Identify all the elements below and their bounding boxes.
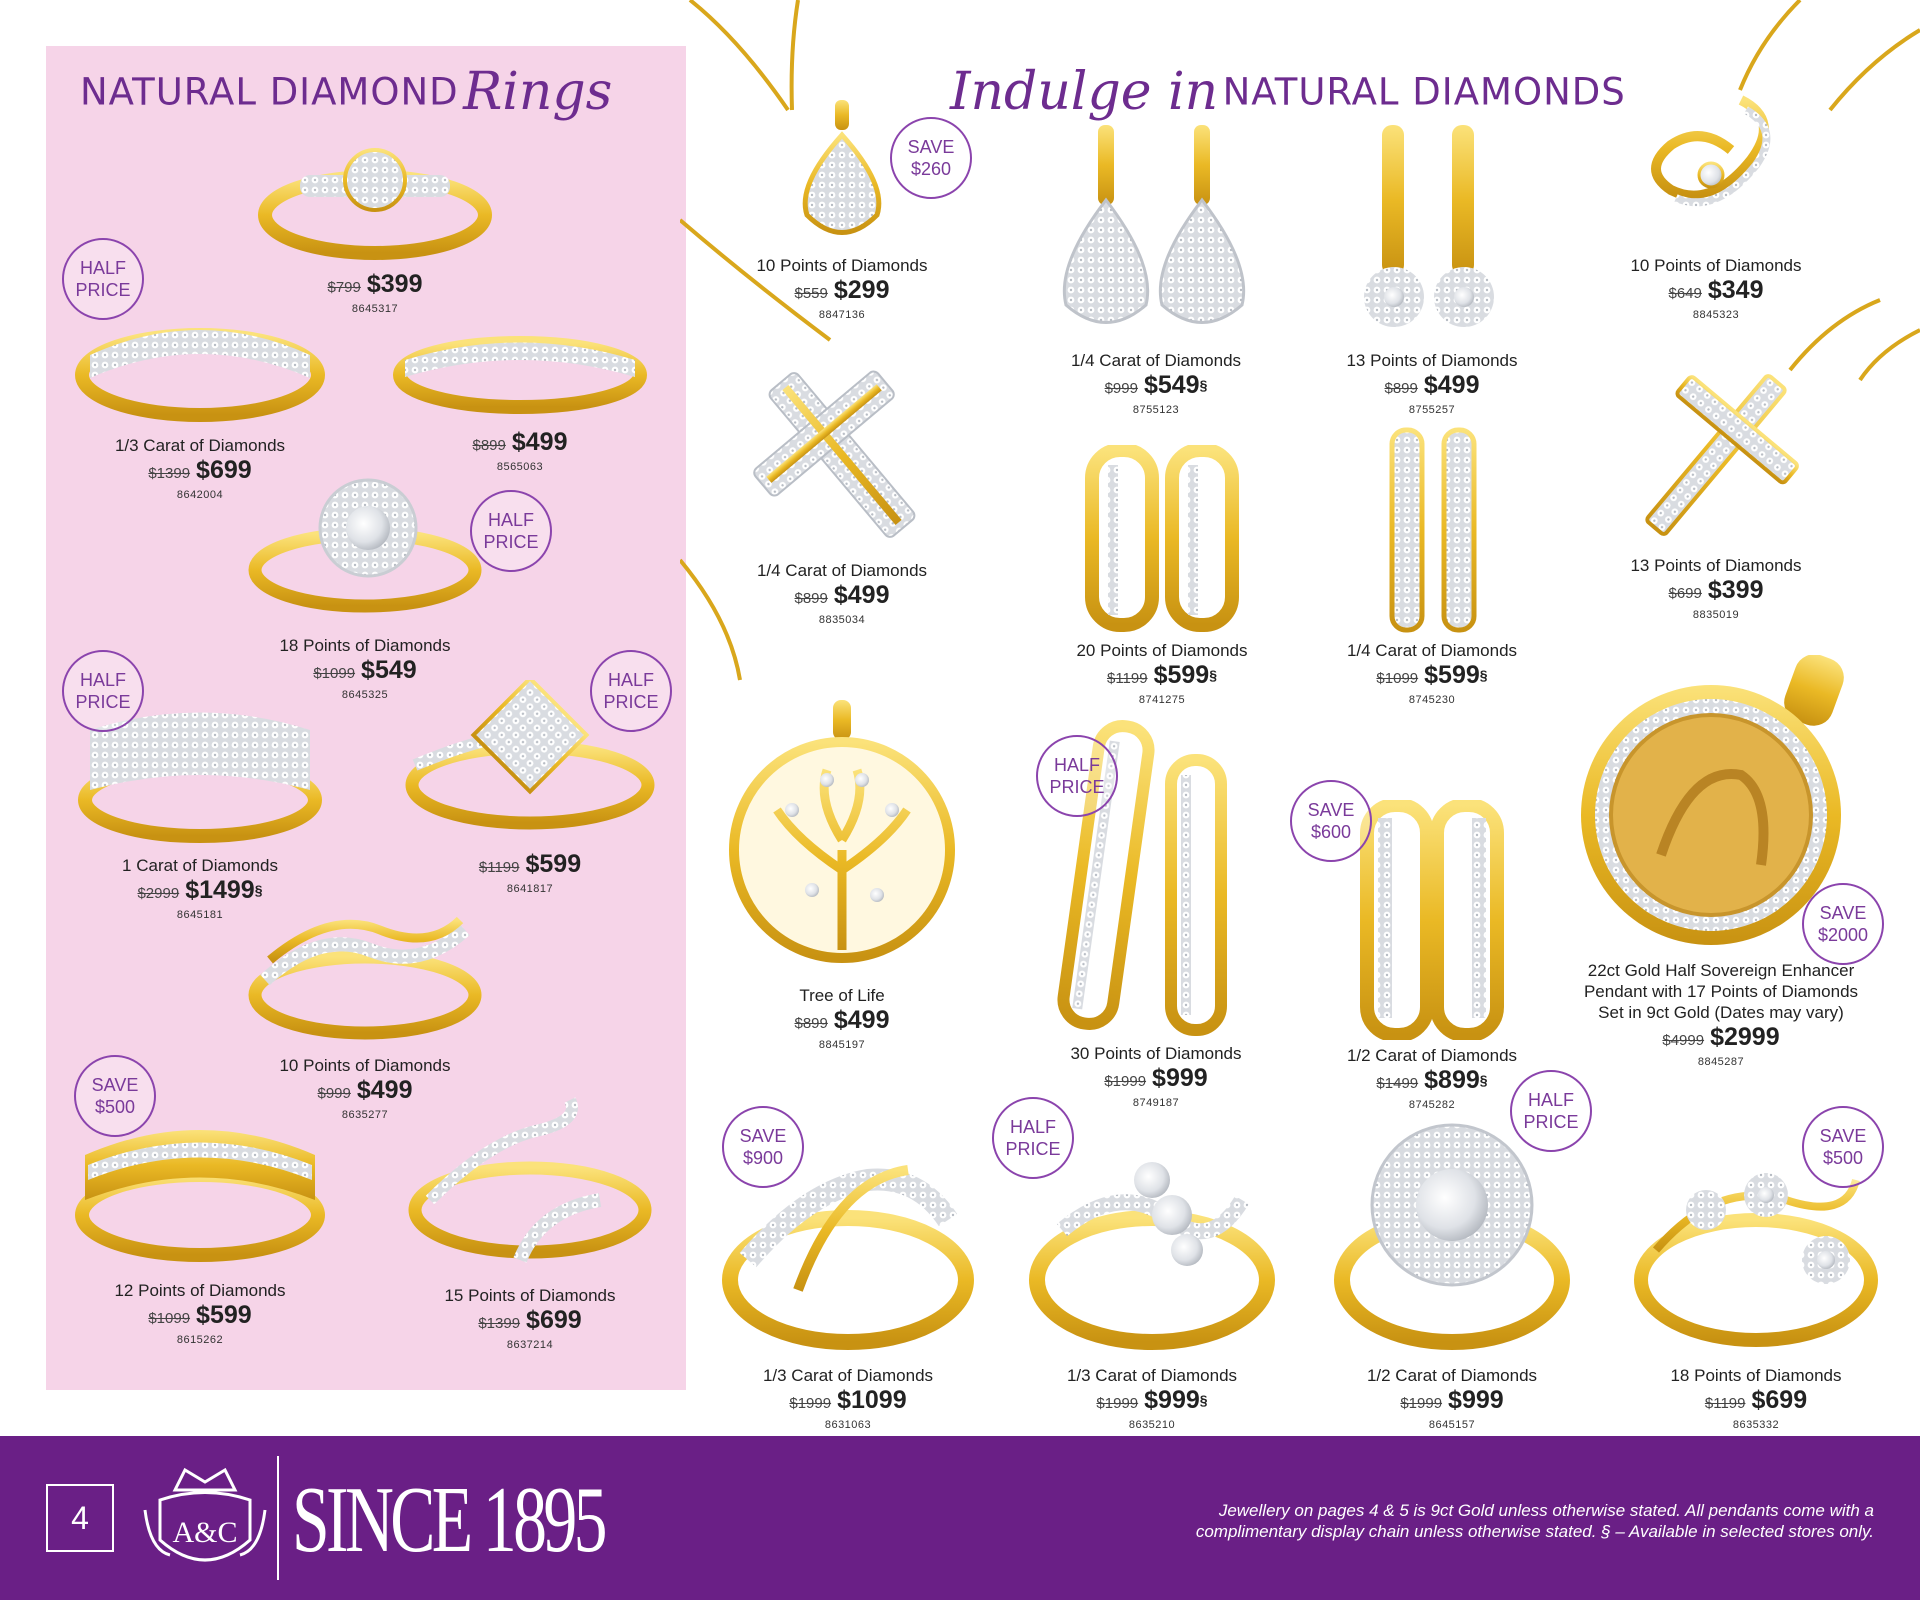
price-row: $999$549§ [1104, 371, 1208, 399]
earring-icon [1364, 125, 1494, 327]
save-badge: SAVE$500 [1802, 1106, 1884, 1188]
earrings-product[interactable]: 1/4 Carat of Diamonds $1099$599§ 8745230 [1282, 425, 1582, 707]
ring-icon [722, 1165, 974, 1350]
ring-product[interactable]: $799$399 8645317 [225, 135, 525, 316]
ring-product[interactable]: 10 Points of Diamonds $999$499 8635277 [215, 900, 515, 1122]
earring-icon [1360, 798, 1504, 1042]
ring-icon [1634, 1173, 1878, 1347]
earring-icon [1085, 443, 1239, 632]
ring-product[interactable]: 1/3 Carat of Diamonds $1399$699 8642004 [50, 300, 350, 502]
pendant-product[interactable]: 10 Points of Diamonds $559$299 8847136 [692, 100, 992, 322]
jewellery-section-title: Indulge in NATURAL DIAMONDS [950, 62, 1626, 122]
footer-bar [0, 1436, 1920, 1600]
ring-icon [75, 1130, 325, 1262]
ring-product[interactable]: 15 Points of Diamonds $1399$699 8637214 [380, 1090, 680, 1352]
price-row: $1099$549 [313, 656, 417, 684]
footer-divider [277, 1456, 279, 1580]
price-row: $999$499 [317, 1076, 413, 1104]
pendant-icon [753, 370, 916, 538]
chain-decoration [680, 0, 832, 681]
price-row: $1199$699 [1704, 1386, 1808, 1414]
price-row: $1999$1099 [789, 1386, 907, 1414]
pendant-icon [1645, 374, 1799, 536]
page-number: 4 [46, 1484, 114, 1552]
price-row: $899$499 [794, 581, 890, 609]
earrings-product[interactable]: 1/4 Carat of Diamonds $999$549§ 8755123 [1006, 125, 1306, 417]
earrings-product[interactable]: 20 Points of Diamonds $1199$599§ 8741275 [1012, 443, 1312, 707]
price-row: $649$349 [1668, 276, 1764, 304]
pendant-product[interactable]: 13 Points of Diamonds $699$399 8835019 [1566, 360, 1866, 622]
earrings-product[interactable]: 1/2 Carat of Diamonds $1499$899§ 8745282 [1282, 798, 1582, 1112]
ring-product[interactable]: 1 Carat of Diamonds $2999$1499§ 8645181 [50, 700, 350, 922]
price-row: $1499$899§ [1376, 1066, 1488, 1094]
ring-product[interactable]: 1/2 Carat of Diamonds $1999$999 8645157 [1302, 1120, 1602, 1432]
ring-product[interactable]: 1/3 Carat of Diamonds $1999$999§ 8635210 [1002, 1140, 1302, 1432]
earring-icon [1062, 125, 1246, 324]
ring-icon [75, 328, 325, 422]
price-row: $899$499 [794, 1006, 890, 1034]
pendant-product[interactable]: 10 Points of Diamonds $649$349 8845323 [1566, 90, 1866, 322]
ring-icon [1029, 1162, 1275, 1350]
price-row: $699$399 [1668, 576, 1764, 604]
rings-section-title: NATURAL DIAMOND Rings [80, 62, 613, 122]
price-row: $1399$699 [478, 1306, 582, 1334]
pendant-product[interactable]: 22ct Gold Half Sovereign Enhancer Pendan… [1566, 654, 1876, 1069]
earrings-product[interactable]: 13 Points of Diamonds $899$499 8755257 [1282, 125, 1582, 417]
chain-decoration [1738, 0, 1920, 382]
price-row: $799$399 [327, 270, 423, 298]
save-badge: SAVE$900 [722, 1106, 804, 1188]
ring-product[interactable]: 18 Points of Diamonds $1099$549 8645325 [215, 470, 515, 702]
price-row: $899$499 [472, 428, 568, 456]
price-row: $1999$999§ [1096, 1386, 1208, 1414]
pendant-product[interactable]: 1/4 Carat of Diamonds $899$499 8835034 [692, 355, 992, 627]
ring-icon [78, 712, 322, 843]
save-badge: SAVE$500 [74, 1055, 156, 1137]
ring-icon [408, 1097, 652, 1263]
price-row: $4999$2999 [1662, 1023, 1780, 1051]
ring-icon [248, 916, 482, 1040]
price-row: $899$499 [1384, 371, 1480, 399]
pendant-icon [1581, 654, 1844, 945]
earring-icon [1389, 427, 1477, 633]
ring-icon [258, 148, 492, 260]
ring-product[interactable]: $1199$599 8641817 [380, 675, 680, 896]
footer-disclaimer: Jewellery on pages 4 & 5 is 9ct Gold unl… [1195, 1501, 1874, 1541]
price-row: $1399$699 [148, 456, 252, 484]
price-row: $1999$999 [1400, 1386, 1504, 1414]
ring-product[interactable]: 18 Points of Diamonds $1199$699 8635332 [1606, 1140, 1906, 1432]
pendant-icon [729, 700, 955, 963]
price-row: $1199$599 [478, 850, 582, 878]
ring-icon [393, 336, 647, 414]
save-badge: SAVE$2000 [1802, 883, 1884, 965]
ring-icon [248, 478, 482, 613]
earring-icon [1057, 720, 1227, 1036]
price-row: $1199$599§ [1106, 661, 1218, 689]
price-row: $2999$1499§ [137, 876, 263, 904]
ring-product[interactable]: 12 Points of Diamonds $1099$599 8615262 [50, 1110, 350, 1347]
save-badge: SAVE$600 [1290, 780, 1372, 862]
since-wordmark: SINCE 1895 [292, 1468, 607, 1572]
save-badge: SAVE$260 [890, 117, 972, 199]
price-row: $1099$599§ [1376, 661, 1488, 689]
ring-product[interactable]: 1/3 Carat of Diamonds $1999$1099 8631063 [698, 1140, 998, 1432]
pendant-product[interactable]: Tree of Life $899$499 8845197 [692, 700, 992, 1052]
ring-icon [405, 675, 655, 830]
price-row: $1999$999 [1104, 1064, 1208, 1092]
price-row: $1099$599 [148, 1301, 252, 1329]
pendant-icon [1651, 95, 1771, 207]
logo-text: A&C [172, 1516, 237, 1549]
crest-icon: A&C [143, 1467, 267, 1562]
ring-product[interactable]: $899$499 8565063 [370, 325, 670, 474]
earrings-product[interactable]: 30 Points of Diamonds $1999$999 8749187 [1006, 720, 1306, 1110]
price-row: $559$299 [794, 276, 890, 304]
ring-icon [1334, 1123, 1570, 1350]
pendant-icon [802, 100, 882, 235]
